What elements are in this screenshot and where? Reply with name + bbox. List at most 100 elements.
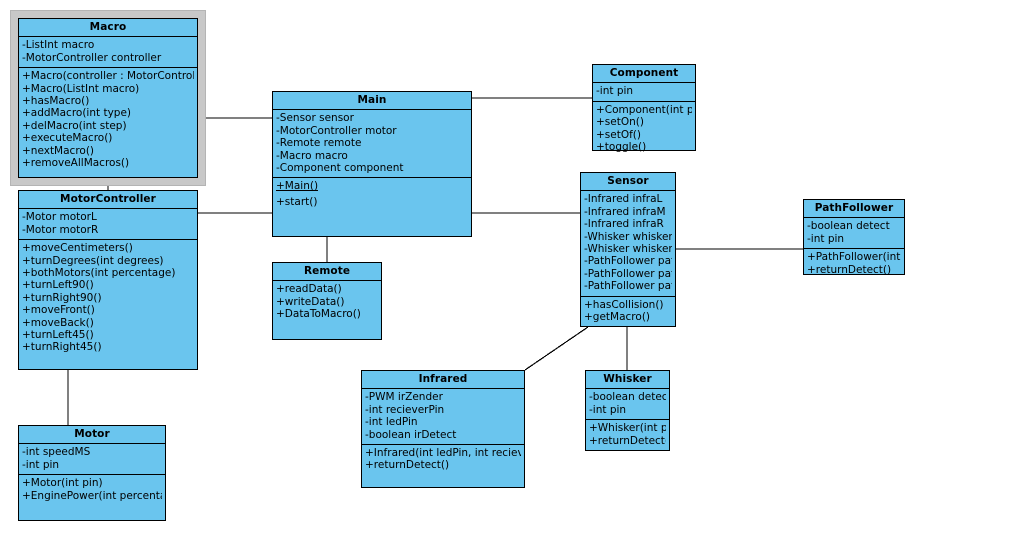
attribute-row: -Infrared infraL — [584, 193, 663, 206]
method-row: +moveCentimeters() — [22, 242, 133, 255]
class-methods-sensor: +hasCollision() +getMacro() — [581, 297, 675, 327]
method-row: +Macro(ListInt macro) — [22, 82, 140, 95]
method-row: +addMacro(int type) — [22, 107, 132, 120]
attribute-row: -int speedMS — [22, 446, 91, 459]
class-title-macro: Macro — [19, 19, 197, 38]
class-box-macro[interactable]: Macro -ListInt macro -MotorController co… — [18, 18, 198, 178]
attribute-row: -boolean detect — [589, 391, 666, 404]
class-box-main[interactable]: Main -Sensor sensor -MotorController mot… — [272, 91, 472, 237]
class-attributes-infrared: -PWM irZender -int recieverPin -int ledP… — [362, 389, 524, 445]
method-row: +nextMacro() — [22, 144, 95, 157]
attribute-row: -Sensor sensor — [276, 112, 354, 125]
method-row: +setOf() — [596, 128, 641, 141]
attribute-row: -int pin — [589, 403, 627, 416]
attribute-row: -MotorController controller — [22, 51, 162, 64]
attribute-row: -PathFollower pathL — [584, 255, 672, 268]
attribute-row: -int pin — [596, 85, 634, 98]
attribute-row: -PathFollower pathM — [584, 267, 672, 280]
method-row: +turnDegrees(int degrees) — [22, 254, 164, 267]
class-methods-motor: +Motor(int pin) +EnginePower(int percent… — [19, 475, 165, 505]
attribute-row: -Motor motorL — [22, 211, 97, 224]
class-attributes-motorcontroller: -Motor motorL -Motor motorR — [19, 209, 197, 241]
method-row: +returnDetect() — [365, 459, 450, 472]
class-methods-main: +Main() +start() — [273, 178, 471, 211]
attribute-row: -int pin — [22, 458, 60, 471]
connector-sensor-infrared — [524, 326, 589, 371]
method-row: +executeMacro() — [22, 132, 113, 145]
method-row: +hasMacro() — [22, 94, 90, 107]
class-attributes-macro: -ListInt macro -MotorController controll… — [19, 37, 197, 69]
attribute-row: -Remote remote — [276, 137, 362, 150]
class-attributes-motor: -int speedMS -int pin — [19, 444, 165, 476]
attribute-row: -boolean irDetect — [365, 428, 457, 441]
class-methods-component: +Component(int pin) +setOn() +setOf() +t… — [593, 102, 695, 157]
class-methods-infrared: +Infrared(int ledPin, int recieverPin) +… — [362, 445, 524, 475]
attribute-row: -boolean detect — [807, 220, 890, 233]
class-methods-motorcontroller: +moveCentimeters() +turnDegrees(int degr… — [19, 240, 197, 357]
class-box-whisker[interactable]: Whisker -boolean detect -int pin +Whiske… — [585, 370, 670, 451]
class-attributes-main: -Sensor sensor -MotorController motor -R… — [273, 110, 471, 179]
method-row: +turnRight90() — [22, 291, 102, 304]
method-row: +PathFollower(int pin) — [807, 251, 901, 264]
attribute-row: -int ledPin — [365, 416, 418, 429]
class-title-remote: Remote — [273, 263, 381, 282]
class-attributes-component: -int pin — [593, 83, 695, 102]
class-title-pathfollower: PathFollower — [804, 200, 904, 219]
method-row: +Infrared(int ledPin, int recieverPin) — [365, 446, 521, 459]
class-attributes-whisker: -boolean detect -int pin — [586, 389, 669, 421]
method-row: +Macro(controller : MotorController) — [22, 70, 194, 83]
method-row: +moveBack() — [22, 316, 94, 329]
method-row: +setOn() — [596, 116, 644, 129]
method-row: +toggle() — [596, 140, 647, 153]
method-row: +EnginePower(int percentage) — [22, 489, 162, 502]
method-row: +bothMotors(int percentage) — [22, 266, 176, 279]
method-row: +turnRight45() — [22, 341, 102, 354]
class-methods-macro: +Macro(controller : MotorController) +Ma… — [19, 68, 197, 172]
method-row: +Motor(int pin) — [22, 477, 103, 490]
attribute-row: -Whisker whiskerR — [584, 242, 672, 255]
attribute-row: -Infrared infraR — [584, 218, 664, 231]
attribute-row: -MotorController motor — [276, 124, 397, 137]
class-methods-pathfollower: +PathFollower(int pin) +returnDetect() — [804, 249, 904, 279]
class-box-component[interactable]: Component -int pin +Component(int pin) +… — [592, 64, 696, 153]
method-row: +returnDetect() — [807, 263, 892, 276]
class-methods-whisker: +Whisker(int pin) +returnDetect() — [586, 420, 669, 450]
attribute-row: -Infrared infraM — [584, 205, 666, 218]
attribute-row: -Whisker whiskerL — [584, 230, 672, 243]
method-row: +delMacro(int step) — [22, 119, 127, 132]
class-attributes-pathfollower: -boolean detect -int pin — [804, 218, 904, 250]
class-box-sensor[interactable]: Sensor -Infrared infraL -Infrared infraM… — [580, 172, 676, 327]
attribute-row: -Motor motorR — [22, 223, 99, 236]
class-title-main: Main — [273, 92, 471, 111]
class-title-motor: Motor — [19, 426, 165, 445]
method-row: +moveFront() — [22, 304, 95, 317]
class-attributes-sensor: -Infrared infraL -Infrared infraM -Infra… — [581, 191, 675, 297]
class-title-infrared: Infrared — [362, 371, 524, 390]
attribute-row: -Macro macro — [276, 149, 348, 162]
method-row: +Whisker(int pin) — [589, 422, 666, 435]
method-row: +DataToMacro() — [276, 308, 361, 321]
method-row: +getMacro() — [584, 310, 651, 323]
attribute-row: -int pin — [807, 232, 845, 245]
method-row: +removeAllMacros() — [22, 156, 130, 169]
class-box-motor[interactable]: Motor -int speedMS -int pin +Motor(int p… — [18, 425, 166, 521]
class-box-pathfollower[interactable]: PathFollower -boolean detect -int pin +P… — [803, 199, 905, 276]
class-methods-remote: +readData() +writeData() +DataToMacro() — [273, 281, 381, 323]
method-row: +hasCollision() — [584, 298, 664, 311]
class-box-motorcontroller[interactable]: MotorController -Motor motorL -Motor mot… — [18, 190, 198, 370]
method-row: +Component(int pin) — [596, 103, 692, 116]
method-row: +readData() — [276, 283, 342, 296]
attribute-row: -ListInt macro — [22, 39, 95, 52]
class-box-infrared[interactable]: Infrared -PWM irZender -int recieverPin … — [361, 370, 525, 488]
method-row: +returnDetect() — [589, 434, 666, 447]
class-title-sensor: Sensor — [581, 173, 675, 192]
class-title-motorcontroller: MotorController — [19, 191, 197, 210]
attribute-row: -PWM irZender — [365, 391, 443, 404]
method-row: +writeData() — [276, 295, 345, 308]
class-box-remote[interactable]: Remote +readData() +writeData() +DataToM… — [272, 262, 382, 340]
class-title-component: Component — [593, 65, 695, 84]
attribute-row: -Component component — [276, 161, 404, 174]
method-row: +start() — [276, 196, 318, 209]
class-title-whisker: Whisker — [586, 371, 669, 390]
